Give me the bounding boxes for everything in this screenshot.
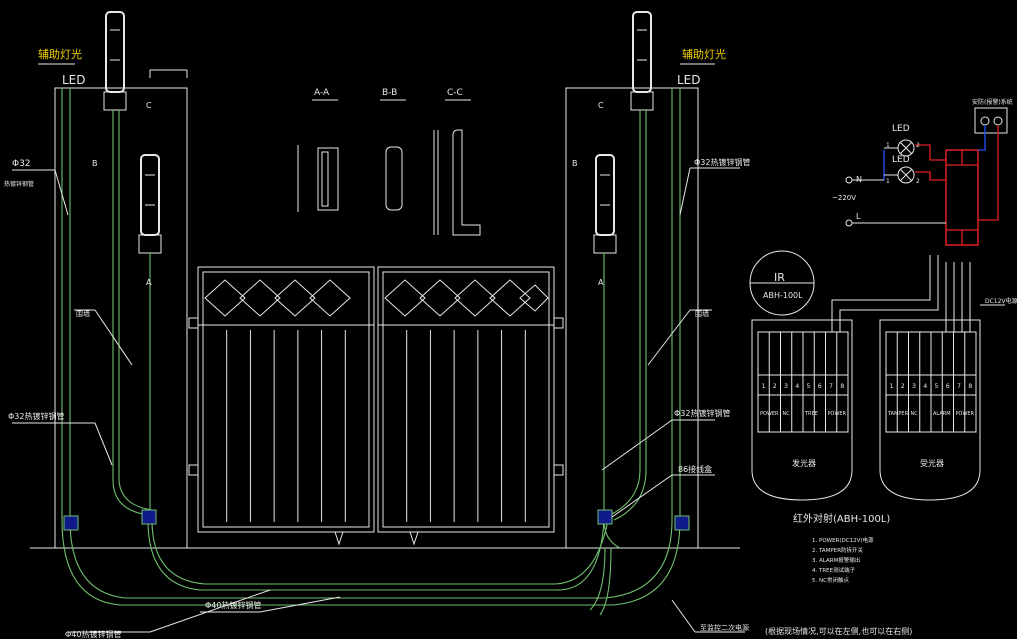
terminal-number: 4 bbox=[795, 383, 799, 390]
ir-sensor-mid-right bbox=[593, 154, 617, 254]
terminal-number: 5 bbox=[807, 383, 811, 390]
ir-label: IR bbox=[774, 271, 785, 284]
note-item: 4. TREE测试端子 bbox=[812, 566, 856, 574]
terminal-label: POWER bbox=[760, 411, 779, 417]
left-post bbox=[54, 69, 188, 549]
post-right-c: C bbox=[598, 101, 604, 110]
terminal-label: TREE bbox=[804, 411, 818, 417]
junction-box-4 bbox=[674, 515, 690, 531]
terminal-number: 6 bbox=[946, 383, 950, 390]
bottom-note: (根据现场情况,可以在左侧,也可以在右侧) bbox=[765, 626, 912, 636]
terminal-number: 4 bbox=[923, 383, 927, 390]
led-left-label: LED bbox=[62, 73, 86, 87]
section-cc-label: C-C bbox=[447, 88, 463, 98]
note-item: 5. NC常闭触点 bbox=[812, 576, 849, 584]
pipe-phi40-bottom-label: Φ40热镀锌钢管 bbox=[205, 600, 261, 610]
terminal-label: NC bbox=[911, 411, 919, 417]
to-secondary-label: 至监控二次电源 bbox=[700, 623, 749, 632]
box-86-label: 86接线盒 bbox=[678, 464, 712, 474]
terminal-number: 6 bbox=[818, 383, 822, 390]
pipe-phi32-right-label: Φ32热镀锌钢管 bbox=[694, 157, 750, 167]
pipe-phi32-mid-right-label: Φ32热镀锌钢管 bbox=[674, 408, 730, 418]
section-aa-label: A-A bbox=[314, 88, 330, 98]
section-bb-label: B-B bbox=[382, 88, 397, 98]
terminal-label: POWER bbox=[956, 411, 975, 417]
pipe-phi40-left-label: Φ40热镀锌钢管 bbox=[65, 629, 121, 639]
gate bbox=[188, 266, 564, 546]
terminal-number: 2 bbox=[773, 383, 777, 390]
ir-sensor-top-left bbox=[103, 11, 127, 111]
note-item: 2. TAMPER防拆开关 bbox=[812, 546, 864, 554]
terminal-number: 3 bbox=[912, 383, 916, 390]
terminal-label: POWER bbox=[828, 411, 847, 417]
pipe-phi32-left-label: Φ32 bbox=[12, 159, 31, 169]
emitter-label: 发光器 bbox=[792, 458, 816, 468]
ir-sensor-top-right bbox=[630, 11, 654, 111]
terminal-number: 1 bbox=[890, 383, 894, 390]
aux-light-right-label: 辅助灯光 bbox=[682, 47, 726, 61]
pipe-phi32-mid-left-label: Φ32热镀锌钢管 bbox=[8, 411, 64, 421]
l-label: L bbox=[856, 212, 861, 221]
post-left-c: C bbox=[146, 101, 152, 110]
conduits bbox=[61, 88, 681, 616]
alarm-system-label: 安防(报警)系统 bbox=[972, 98, 1013, 106]
note-item: 1. POWER(DC12V)电源 bbox=[812, 536, 874, 544]
aux-light-left-label: 辅助灯光 bbox=[38, 47, 82, 61]
wall-right-label: 围墙 bbox=[695, 309, 709, 318]
ir-model-small: ABH-100L bbox=[763, 291, 803, 300]
terminal-label: NC bbox=[783, 411, 791, 417]
receiver-label: 受光器 bbox=[920, 458, 944, 468]
terminal-label: TAMPER bbox=[887, 411, 909, 417]
ir-title: 红外对射(ABH-100L) bbox=[793, 512, 890, 525]
leader-lines bbox=[12, 63, 745, 633]
vac-label: ~220V bbox=[832, 194, 856, 202]
right-post bbox=[565, 87, 699, 549]
led2-label: LED bbox=[892, 155, 910, 165]
terminal-number: 1 bbox=[762, 383, 766, 390]
led1-label: LED bbox=[892, 124, 910, 134]
terminal-number: 5 bbox=[935, 383, 939, 390]
led-right-label: LED bbox=[677, 73, 701, 87]
note-item: 3. ALARM报警输出 bbox=[812, 556, 860, 564]
junction-box-1 bbox=[63, 515, 79, 531]
ir-sensor-mid-left bbox=[138, 154, 162, 254]
junction-box-3 bbox=[597, 509, 613, 525]
n-label: N bbox=[856, 175, 862, 184]
terminal-number: 7 bbox=[829, 383, 833, 390]
junction-box-2 bbox=[141, 509, 157, 525]
notes-list: 1. POWER(DC12V)电源 2. TAMPER防拆开关 3. ALARM报警… bbox=[812, 536, 874, 584]
wall-left-label: 围墙 bbox=[76, 309, 90, 318]
terminal-label: ALARM bbox=[933, 411, 951, 417]
terminal-number: 7 bbox=[957, 383, 961, 390]
terminal-number: 8 bbox=[968, 383, 972, 390]
post-right-a: A bbox=[598, 278, 604, 287]
terminal-number: 3 bbox=[784, 383, 788, 390]
terminal-number: 2 bbox=[901, 383, 905, 390]
post-left-a: A bbox=[146, 278, 152, 287]
num2: 2 bbox=[916, 142, 920, 149]
num1: 1 bbox=[886, 142, 890, 149]
num1b: 1 bbox=[886, 178, 890, 185]
post-right-b: B bbox=[572, 159, 578, 168]
post-left-b: B bbox=[92, 159, 98, 168]
section-details bbox=[297, 99, 481, 236]
num2b: 2 bbox=[916, 178, 920, 185]
terminal-number: 8 bbox=[840, 383, 844, 390]
dc-label: DC12V电源 bbox=[985, 297, 1017, 305]
pipe-galv-left-label: 热镀锌钢管 bbox=[4, 180, 34, 188]
